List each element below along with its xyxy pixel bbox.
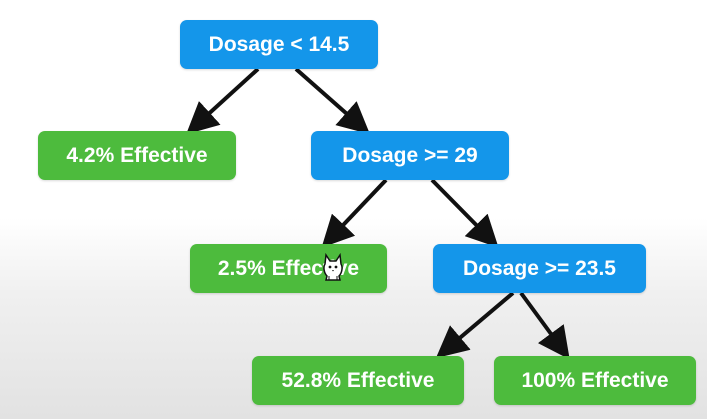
edge-root-to-dosage-29 xyxy=(294,67,370,135)
edge-dosage-23-5-to-leaf-52-8 xyxy=(435,291,515,359)
edge-dosage-29-to-leaf-2-5 xyxy=(321,178,388,248)
edge-dosage-23-5-to-leaf-100 xyxy=(519,291,570,360)
cat-cursor-icon xyxy=(323,252,343,281)
node-dosage-gte-23-5: Dosage >= 23.5 xyxy=(433,244,646,293)
leaf-4-2-effective: 4.2% Effective xyxy=(38,131,236,180)
node-dosage-gte-29: Dosage >= 29 xyxy=(311,131,509,180)
edge-root-to-leaf-4-2 xyxy=(186,67,260,135)
leaf-52-8-effective: 52.8% Effective xyxy=(252,356,464,405)
leaf-100-effective: 100% Effective xyxy=(494,356,696,405)
edge-dosage-29-to-dosage-23-5 xyxy=(430,178,499,248)
node-dosage-lt-14-5: Dosage < 14.5 xyxy=(180,20,378,69)
leaf-2-5-effective: 2.5% Effective xyxy=(190,244,387,293)
